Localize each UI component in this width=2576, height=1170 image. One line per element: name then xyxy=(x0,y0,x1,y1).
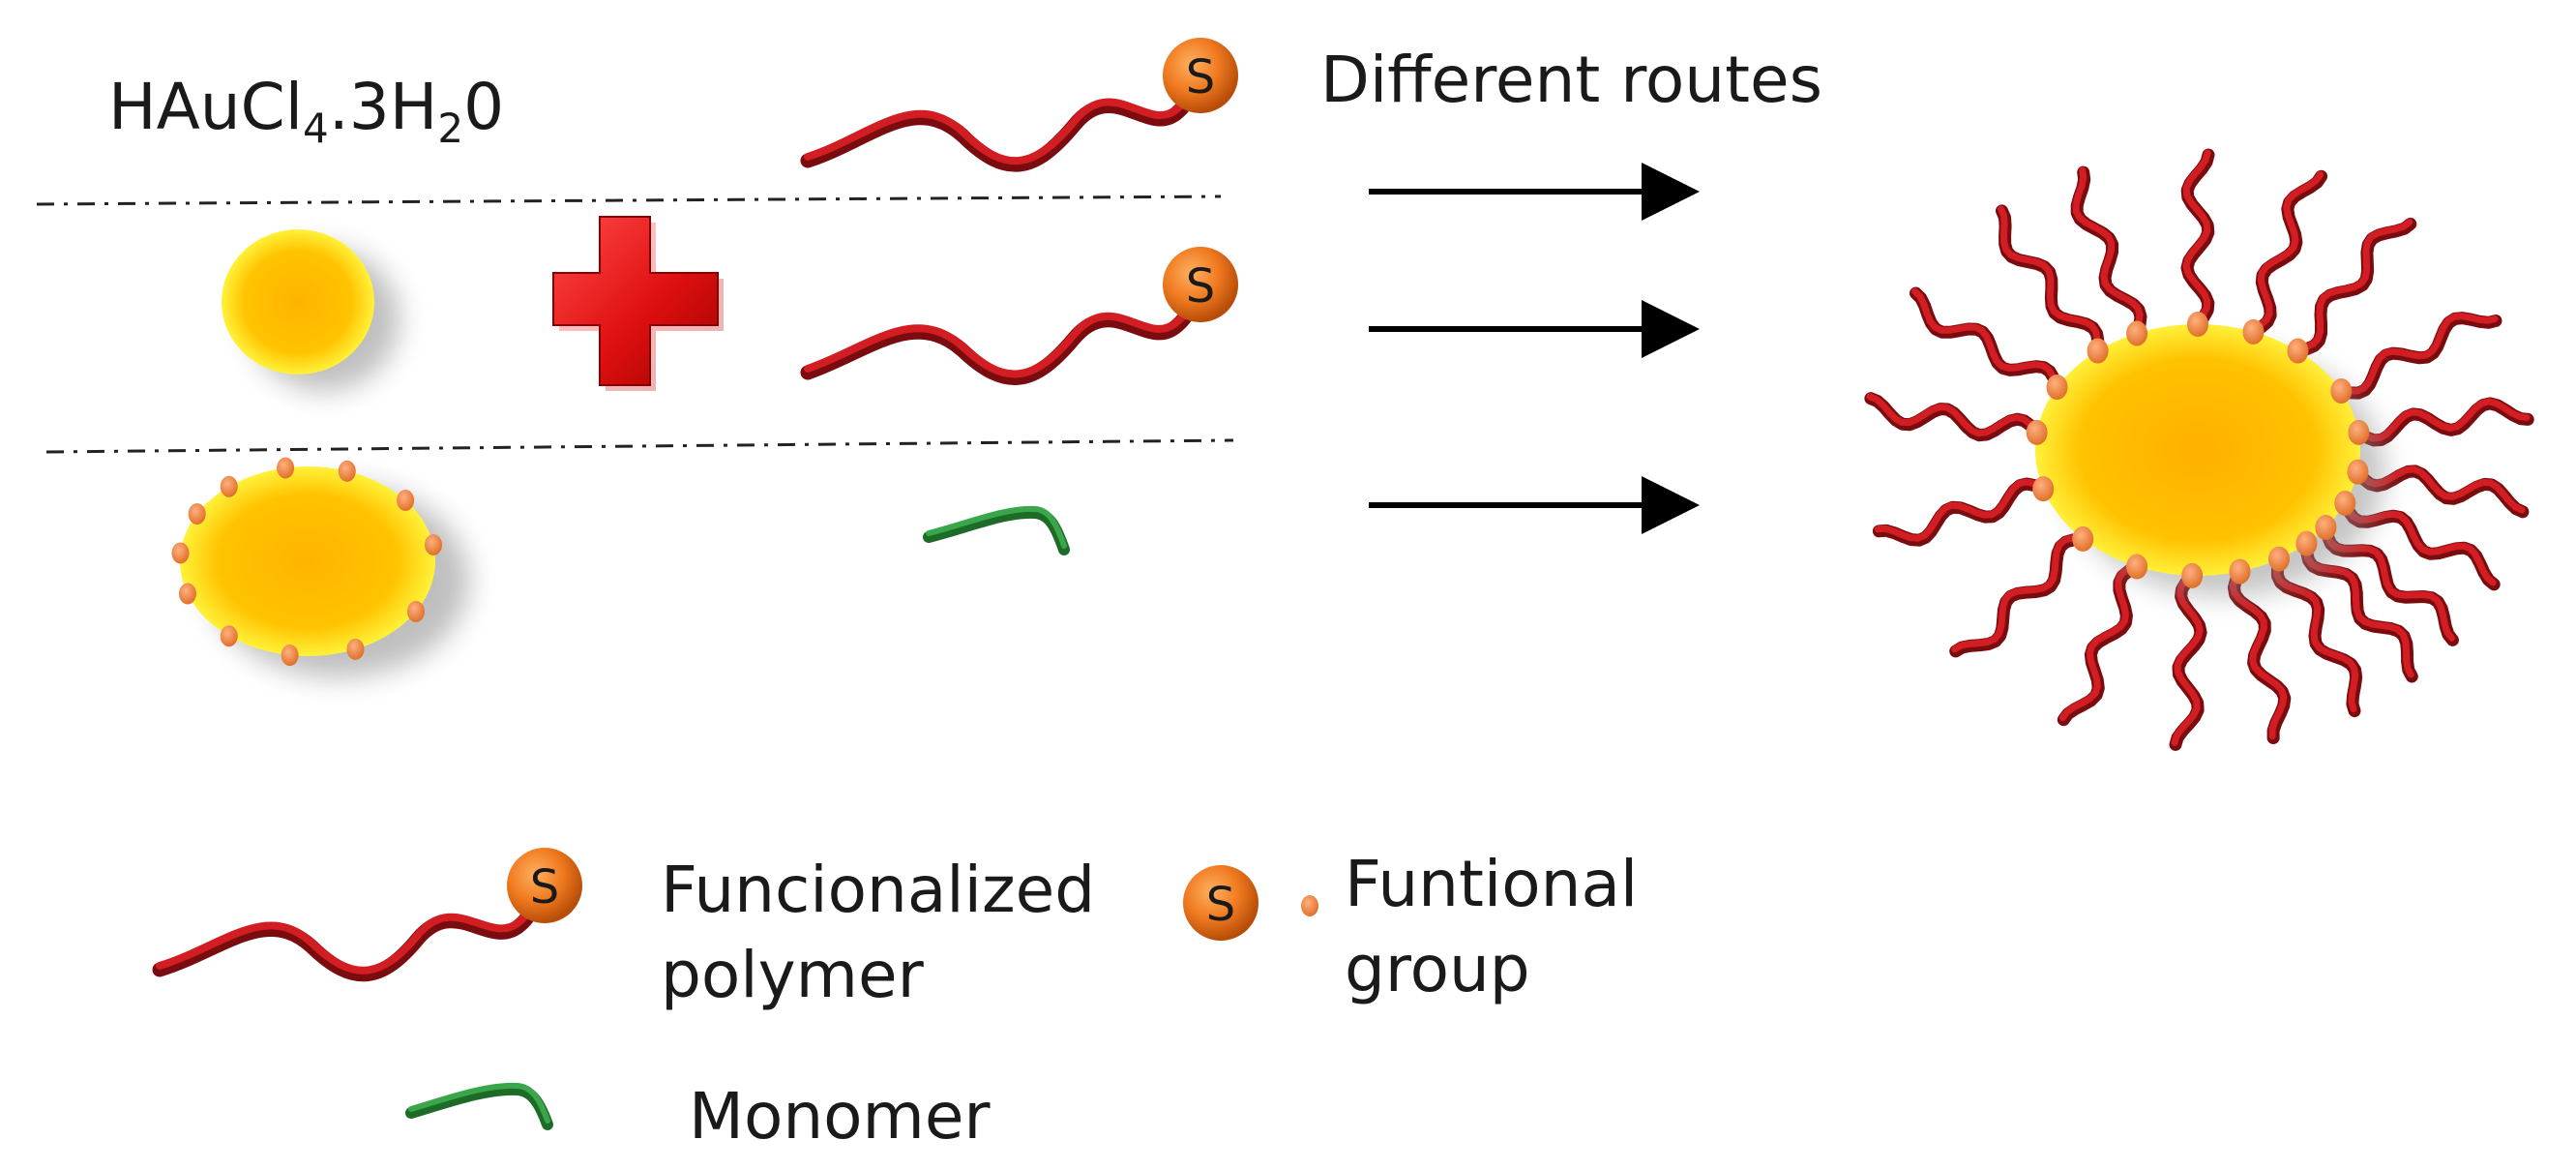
grafted-chain xyxy=(2336,313,2499,395)
anchor-group-dot xyxy=(2181,562,2204,588)
grafted-chain xyxy=(1874,478,2046,542)
product-gold-core xyxy=(2035,324,2360,576)
separator-line-bottom xyxy=(45,438,1234,454)
separator-line-top xyxy=(36,195,1222,206)
grafted-chain xyxy=(1866,393,2040,437)
surface-group-dot xyxy=(424,533,442,555)
legend-functional-group-label: Funtional group xyxy=(1345,847,1639,1006)
product-functional-groups xyxy=(2026,312,2370,588)
svg-text:S: S xyxy=(1206,878,1235,932)
process-label: Different routes xyxy=(1320,43,1822,117)
surface-group-dot xyxy=(346,638,365,660)
surface-group-dot xyxy=(178,583,196,605)
anchor-group-dot xyxy=(2334,490,2356,516)
anchor-group-dot xyxy=(2268,546,2290,572)
surface-group-dot xyxy=(281,645,299,667)
surface-group-dot xyxy=(171,542,190,564)
row2-polymer-chain xyxy=(800,290,1198,385)
anchor-group-dot xyxy=(2072,525,2094,552)
grafted-chain xyxy=(1998,205,2101,353)
anchor-group-dot xyxy=(2087,338,2109,364)
anchor-group-dot xyxy=(2242,318,2265,345)
anchor-group-dot xyxy=(2046,375,2068,400)
row2-gold-nanoparticle xyxy=(222,229,374,375)
anchor-group-dot xyxy=(2347,459,2369,485)
surface-group-dot xyxy=(220,475,238,497)
surface-group-dot xyxy=(277,457,295,479)
anchor-group-dot xyxy=(2287,338,2309,364)
anchor-group-dot xyxy=(2026,419,2048,445)
surface-group-dot xyxy=(406,600,425,622)
anchor-group-dot xyxy=(2315,515,2337,541)
grafted-chain xyxy=(2182,149,2211,326)
plus-sign xyxy=(552,216,724,391)
precursor-formula: HAuCl4.3H20 xyxy=(108,70,505,152)
anchor-group-dot xyxy=(2330,377,2353,404)
grafted-chain xyxy=(1951,533,2086,653)
surface-group-dot xyxy=(220,625,238,647)
grafted-chain xyxy=(2293,218,2413,353)
grafted-chain xyxy=(1911,287,2059,389)
legend-polymer-chain xyxy=(152,892,539,982)
polymer-grafted-nanoparticle xyxy=(1864,148,2534,751)
row1-polymer-chain xyxy=(800,77,1198,172)
legend-s-group-icon: S xyxy=(1183,865,1258,941)
svg-text:S: S xyxy=(1186,259,1215,314)
grafted-chain xyxy=(2072,166,2144,335)
legend-small-group-dot xyxy=(1301,895,1318,916)
grafted-chain xyxy=(2171,570,2204,746)
grafted-chain-shadow xyxy=(2057,560,2144,727)
anchor-group-dot xyxy=(2126,320,2148,346)
anchor-group-dot xyxy=(2187,312,2208,337)
legend-polymer-s-group: S xyxy=(507,848,582,923)
surface-group-dot xyxy=(397,490,415,512)
row3-functional-groups xyxy=(171,457,442,667)
grafted-chain-shadow xyxy=(1949,532,2089,658)
anchor-group-dot xyxy=(2295,530,2318,556)
anchor-group-dot xyxy=(2032,476,2055,502)
anchor-group-dot xyxy=(2348,419,2370,445)
row1-functional-group-s: S xyxy=(1163,38,1238,113)
legend-monomer xyxy=(405,1082,553,1130)
grafted-chain xyxy=(2354,398,2531,442)
row3-gold-nanoparticle xyxy=(180,466,435,656)
row3-monomer xyxy=(923,505,1070,555)
svg-text:S: S xyxy=(530,860,559,915)
grafted-chain xyxy=(2229,566,2288,739)
legend-monomer-label: Monomer xyxy=(689,1079,991,1154)
surface-group-dot xyxy=(188,503,206,525)
grafted-chain xyxy=(2249,170,2324,334)
svg-text:S: S xyxy=(1186,50,1215,105)
grafted-chain xyxy=(2058,561,2140,722)
row2-functional-group-s: S xyxy=(1163,247,1238,322)
anchor-group-dot xyxy=(2126,554,2148,580)
surface-group-dot xyxy=(338,460,356,482)
anchor-group-dot xyxy=(2229,558,2251,585)
legend-polymer-label: Funcionalized polymer xyxy=(661,853,1096,1012)
